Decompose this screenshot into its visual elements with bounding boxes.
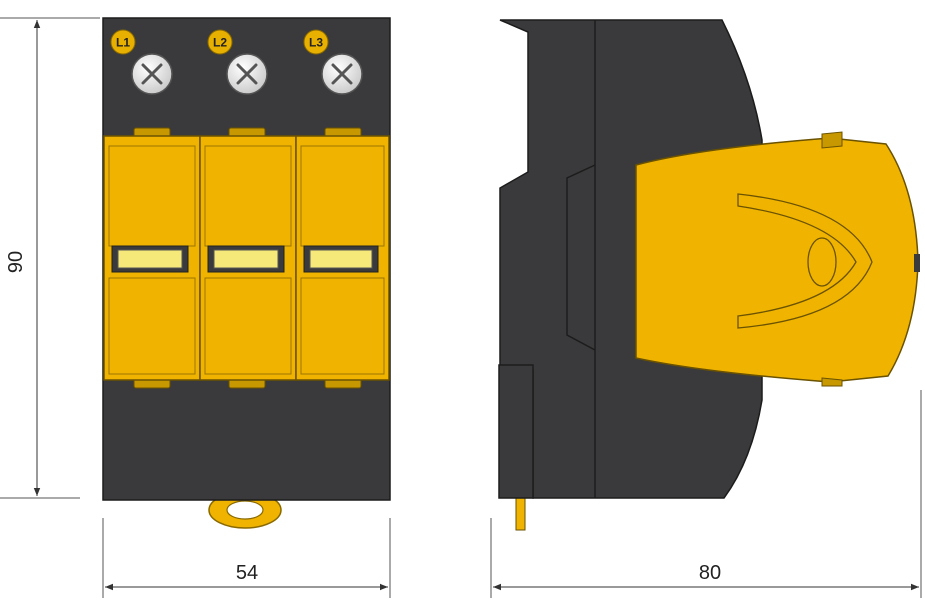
din-clip-ring xyxy=(208,491,282,529)
dimension-depth: 80 xyxy=(490,390,922,598)
lever-grip xyxy=(807,237,837,287)
terminal-label-l1: L1 xyxy=(110,29,136,55)
dimension-height: 90 xyxy=(0,17,100,499)
side-housing xyxy=(499,19,763,499)
screw-l3 xyxy=(321,53,363,95)
module-l1 xyxy=(103,127,201,389)
svg-text:L1: L1 xyxy=(116,36,130,50)
module-l3 xyxy=(295,127,390,389)
svg-text:L3: L3 xyxy=(309,36,323,50)
dimension-width: 54 xyxy=(102,518,391,598)
depth-value: 80 xyxy=(699,562,721,584)
release-lever xyxy=(737,193,873,329)
width-value: 54 xyxy=(236,562,258,584)
screw-l2 xyxy=(226,53,268,95)
status-window-l3 xyxy=(309,249,373,269)
status-window-l1 xyxy=(117,249,183,269)
side-rail-block xyxy=(498,364,534,499)
front-view: L1 L2 L3 xyxy=(102,17,391,529)
terminal-label-l2: L2 xyxy=(207,29,233,55)
side-view xyxy=(498,19,920,531)
terminal-label-l3: L3 xyxy=(303,29,329,55)
screw-l1 xyxy=(131,53,173,95)
height-value: 90 xyxy=(5,251,27,273)
status-window-l2 xyxy=(213,249,279,269)
svg-text:L2: L2 xyxy=(213,36,227,50)
module-l2 xyxy=(199,127,297,389)
side-cartridge xyxy=(635,131,920,387)
